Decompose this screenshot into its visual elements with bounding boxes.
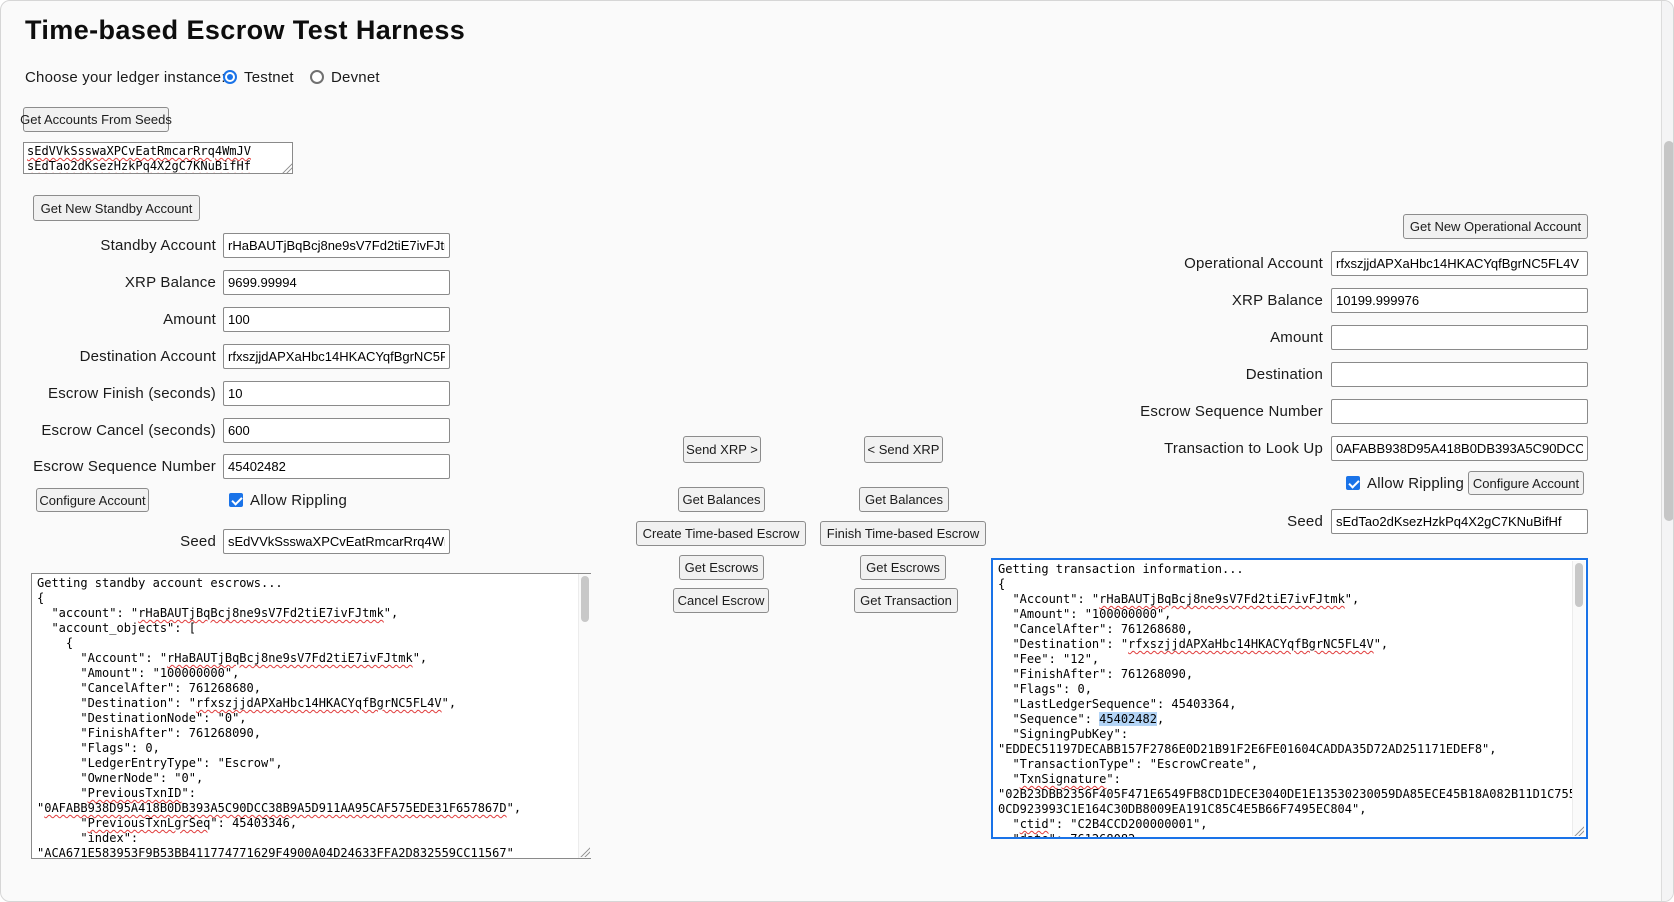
operational-destination-input[interactable] — [1331, 362, 1588, 387]
standby-destination-account-input[interactable] — [223, 344, 450, 369]
standby-xrp-balance-input[interactable] — [223, 270, 450, 295]
seeds-textarea[interactable]: sEdVVkSsswaXPCvEatRmcarRrq4WmJV sEdTao2d… — [23, 142, 293, 174]
standby-get-balances-button[interactable]: Get Balances — [678, 487, 765, 512]
operational-escrow-sequence-number-input[interactable] — [1331, 399, 1588, 424]
transaction-to-look-up-input[interactable] — [1331, 436, 1588, 461]
get-new-operational-account-button[interactable]: Get New Operational Account — [1403, 214, 1588, 239]
standby-destination-account-label: Destination Account — [79, 348, 216, 365]
ledger-instance-label: Choose your ledger instance: — [25, 69, 226, 86]
operational-get-escrows-button[interactable]: Get Escrows — [860, 555, 946, 580]
operational-allow-rippling-label: Allow Rippling — [1367, 474, 1465, 492]
standby-result-scrollbar-thumb[interactable] — [581, 576, 589, 622]
transaction-result-scrollbar-thumb[interactable] — [1575, 563, 1583, 607]
operational-xrp-balance-label: XRP Balance — [1231, 292, 1323, 309]
standby-seed-label: Seed — [180, 533, 216, 550]
send-xrp-right-button[interactable]: Send XRP > — [683, 436, 761, 463]
transaction-result-resize-grip[interactable] — [1573, 825, 1584, 836]
escrow-cancel-seconds-input[interactable] — [223, 418, 450, 443]
standby-result-scrollbar[interactable] — [578, 574, 591, 858]
operational-xrp-balance-input[interactable] — [1331, 288, 1588, 313]
standby-result-textarea[interactable]: Getting standby account escrows... { "ac… — [31, 573, 591, 859]
operational-amount-input[interactable] — [1331, 325, 1588, 350]
escrow-finish-seconds-label: Escrow Finish (seconds) — [48, 385, 216, 402]
send-xrp-left-button[interactable]: < Send XRP — [864, 436, 943, 463]
standby-result-resize-grip[interactable] — [579, 846, 590, 857]
operational-get-balances-button[interactable]: Get Balances — [859, 487, 949, 512]
transaction-to-look-up-label: Transaction to Look Up — [1164, 440, 1323, 457]
escrow-cancel-seconds-label: Escrow Cancel (seconds) — [41, 422, 216, 439]
create-time-based-escrow-button[interactable]: Create Time-based Escrow — [636, 521, 806, 546]
cancel-escrow-button[interactable]: Cancel Escrow — [673, 588, 769, 613]
standby-xrp-balance-label: XRP Balance — [124, 274, 216, 291]
operational-seed-label: Seed — [1287, 513, 1323, 530]
standby-amount-input[interactable] — [223, 307, 450, 332]
operational-account-label: Operational Account — [1184, 255, 1323, 272]
get-new-standby-account-button[interactable]: Get New Standby Account — [33, 195, 200, 221]
radio-devnet[interactable] — [310, 70, 324, 84]
seeds-textarea-resize-grip[interactable] — [281, 162, 292, 173]
finish-time-based-escrow-button[interactable]: Finish Time-based Escrow — [820, 521, 986, 546]
standby-allow-rippling-label: Allow Rippling — [250, 491, 348, 509]
standby-get-escrows-button[interactable]: Get Escrows — [679, 555, 764, 580]
standby-seed-input[interactable] — [223, 529, 450, 554]
operational-account-input[interactable] — [1331, 251, 1588, 276]
operational-escrow-sequence-number-label: Escrow Sequence Number — [1140, 403, 1323, 420]
operational-configure-account-button[interactable]: Configure Account — [1468, 471, 1584, 495]
standby-escrow-sequence-number-label: Escrow Sequence Number — [33, 458, 216, 475]
operational-destination-label: Destination — [1245, 366, 1323, 383]
standby-configure-account-button[interactable]: Configure Account — [36, 488, 149, 512]
transaction-result-textarea[interactable]: Getting transaction information... { "Ac… — [991, 558, 1588, 839]
page-title: Time-based Escrow Test Harness — [25, 15, 466, 45]
radio-testnet[interactable] — [223, 70, 237, 84]
page-scrollbar-thumb[interactable] — [1664, 141, 1673, 521]
radio-testnet-label[interactable]: Testnet — [244, 69, 294, 86]
radio-devnet-label[interactable]: Devnet — [331, 69, 380, 86]
standby-escrow-sequence-number-input[interactable] — [223, 454, 450, 479]
get-accounts-from-seeds-button[interactable]: Get Accounts From Seeds — [20, 107, 172, 132]
standby-account-label: Standby Account — [100, 237, 216, 254]
standby-amount-label: Amount — [163, 311, 216, 328]
standby-account-input[interactable] — [223, 233, 450, 258]
get-transaction-button[interactable]: Get Transaction — [854, 588, 958, 613]
escrow-finish-seconds-input[interactable] — [223, 381, 450, 406]
transaction-result-scrollbar[interactable] — [1572, 561, 1585, 836]
operational-amount-label: Amount — [1270, 329, 1323, 346]
operational-seed-input[interactable] — [1331, 509, 1588, 534]
operational-allow-rippling-checkbox[interactable] — [1346, 476, 1360, 490]
standby-allow-rippling-checkbox[interactable] — [229, 493, 243, 507]
page-scrollbar[interactable] — [1661, 1, 1673, 901]
